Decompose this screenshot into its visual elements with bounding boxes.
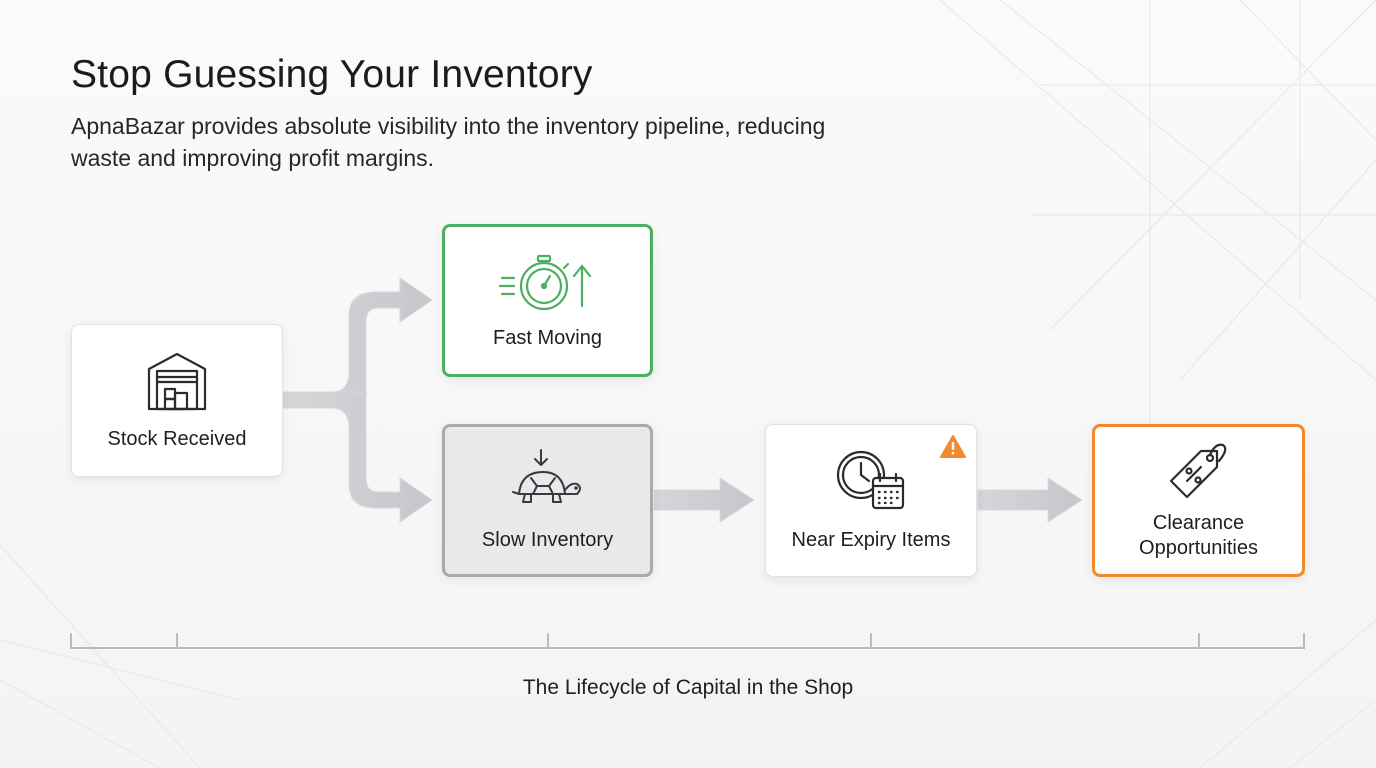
warning-icon [940, 435, 966, 458]
warehouse-icon [147, 352, 207, 411]
stage-label: Slow Inventory [481, 529, 614, 551]
timeline-caption: The Lifecycle of Capital in the Shop [522, 676, 854, 699]
stage-label: Stock Received [107, 428, 247, 450]
stage-slow-inventory: Slow Inventory [442, 424, 653, 577]
stage-near-expiry: Near Expiry Items [765, 424, 977, 577]
stopwatch-icon [498, 254, 591, 311]
stage-stock-received: Stock Received [71, 324, 283, 477]
stage-fast-moving: Fast Moving [442, 224, 653, 377]
stage-label-line2: Opportunities [1139, 536, 1258, 559]
page-subtitle: ApnaBazar provides absolute visibility i… [71, 113, 826, 171]
stage-label-line1: Clearance [1152, 511, 1245, 534]
split-arrow-lower [282, 391, 433, 523]
price-tag-icon [1169, 443, 1226, 498]
stage-label: Near Expiry Items [791, 529, 951, 551]
stage-clearance: Clearance Opportunities [1092, 424, 1305, 577]
arrow-expiry-to-clearance [977, 477, 1083, 523]
turtle-icon [511, 449, 581, 503]
arrow-slow-to-expiry [653, 477, 755, 523]
clock-calendar-icon [836, 450, 905, 510]
page-title: Stop Guessing Your Inventory [71, 53, 593, 96]
stage-label: Fast Moving [493, 327, 602, 349]
